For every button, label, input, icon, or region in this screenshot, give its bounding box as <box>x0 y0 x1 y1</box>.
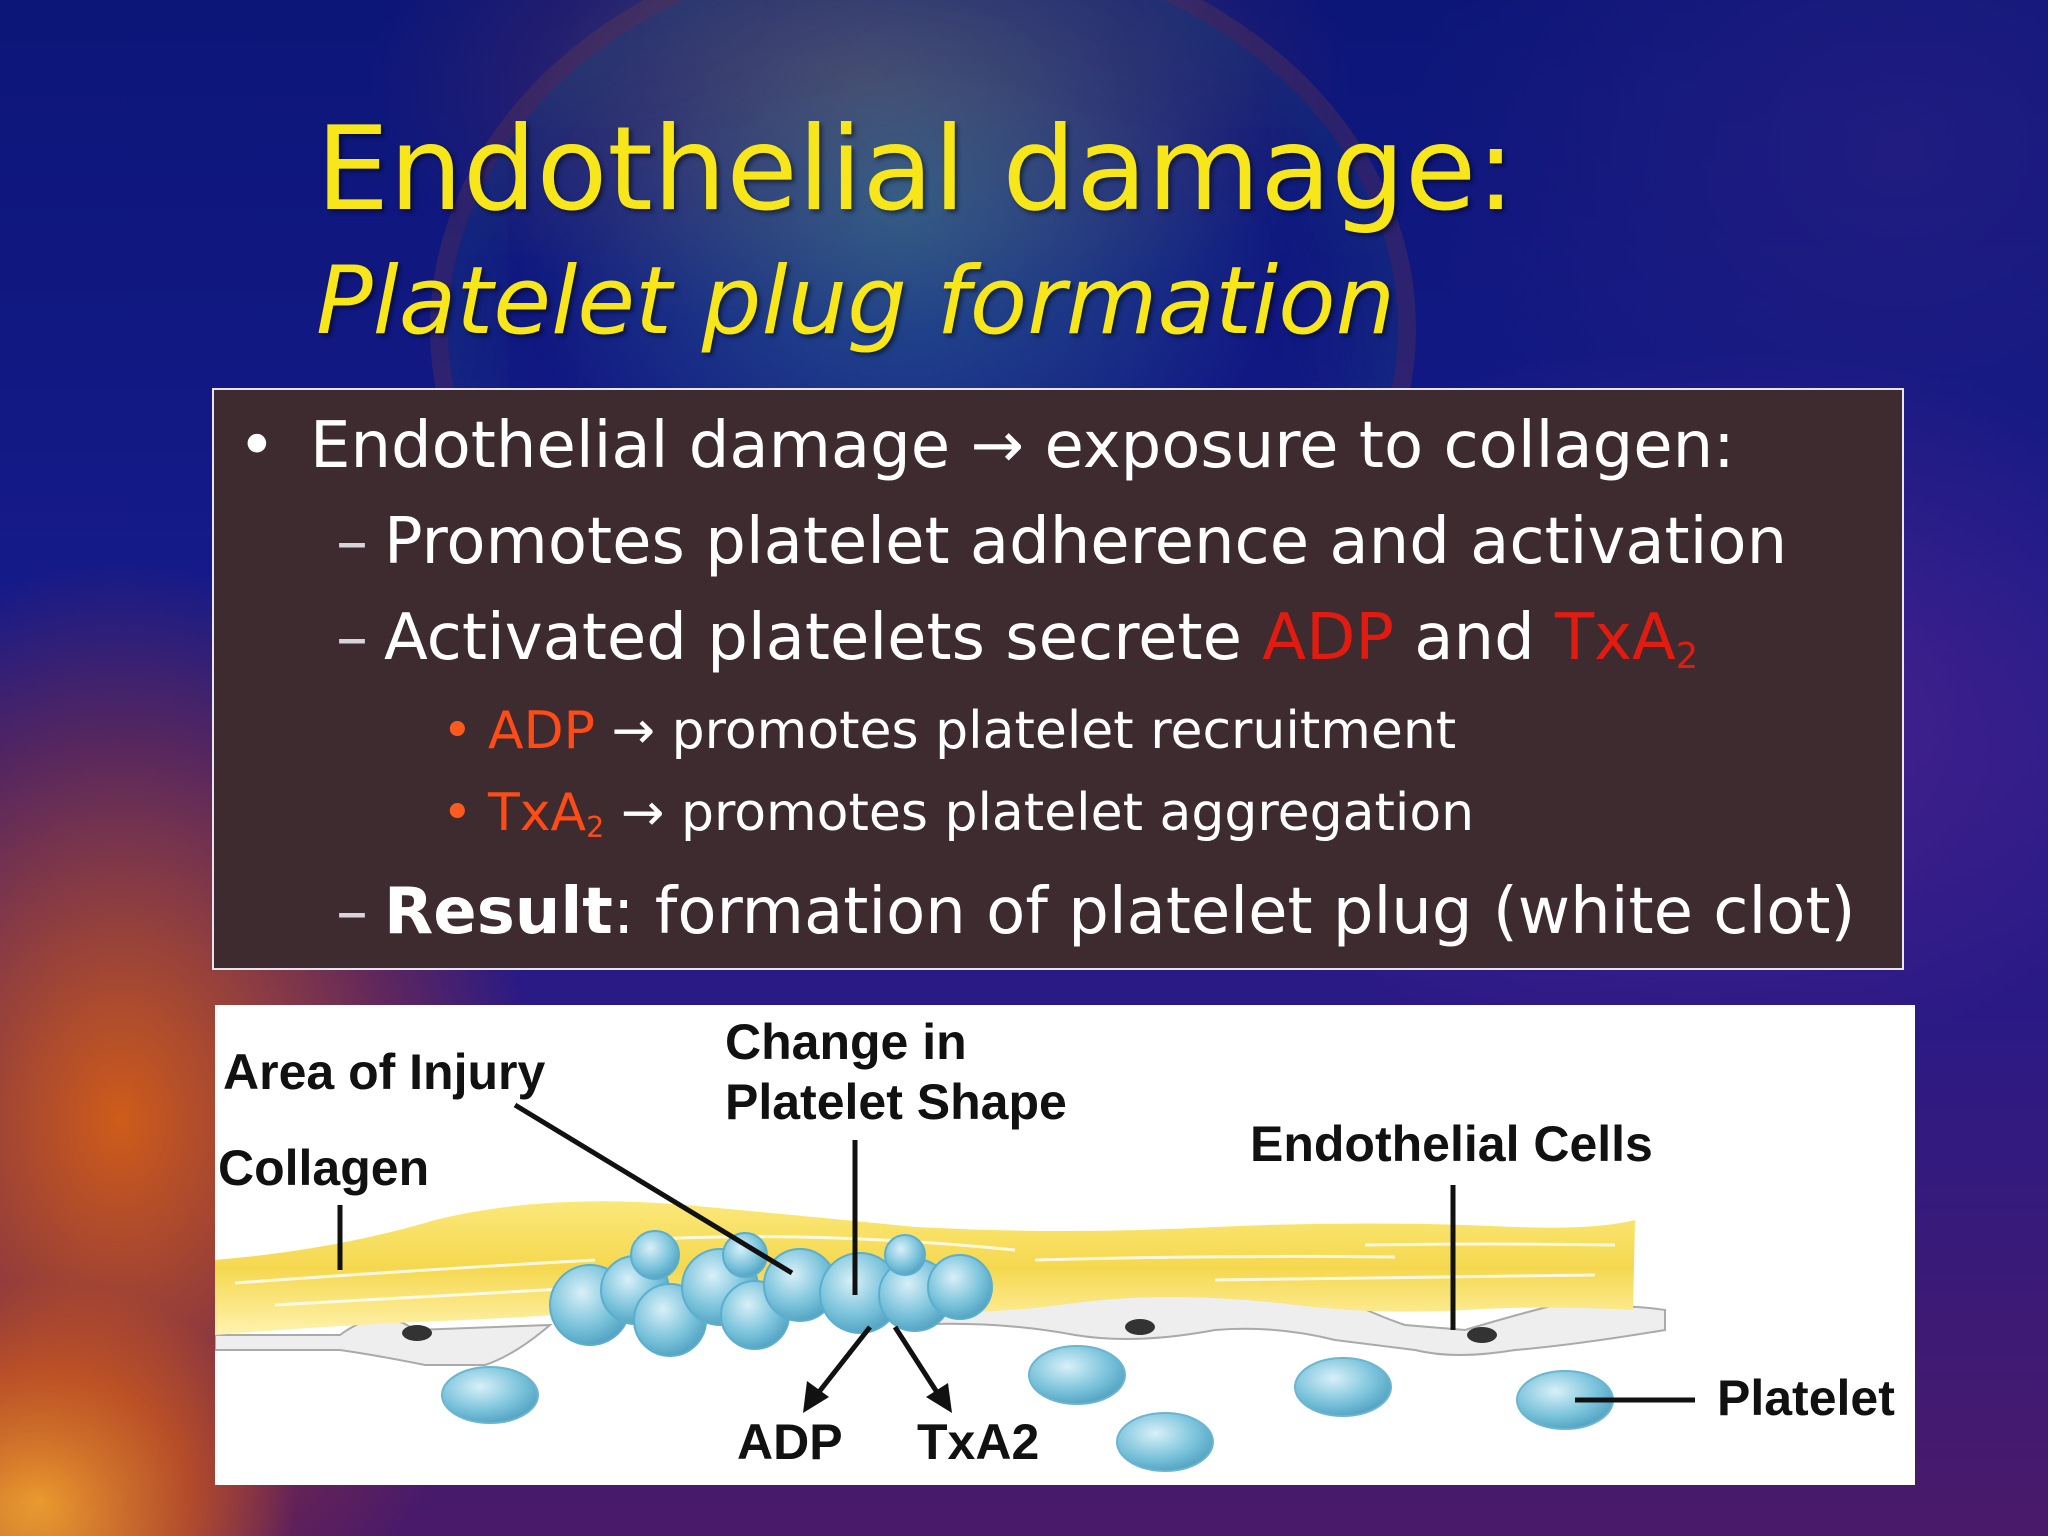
resting-platelets <box>441 1345 1614 1472</box>
bullet-subsub-2: •TxA2 → promotes platelet aggregation <box>442 778 1474 862</box>
arrow-icon: → <box>611 701 656 761</box>
txa2-highlight: TxA2 <box>1555 601 1699 677</box>
bullet-main-text-before: Endothelial damage <box>310 409 971 483</box>
collagen-label: Collagen <box>218 1140 430 1196</box>
area-of-injury-label: Area of Injury <box>223 1044 546 1100</box>
bullet-main-text-after: exposure to collagen: <box>1024 409 1735 483</box>
adp-effect-text: promotes platelet recruitment <box>655 701 1457 761</box>
bullet-sub-1-text: Promotes platelet adherence and activati… <box>384 505 1788 579</box>
bullet-main: • Endothelial damage → exposure to collag… <box>238 404 1735 488</box>
cell-nucleus <box>1125 1319 1155 1335</box>
adp-highlight: ADP <box>1262 601 1394 675</box>
activated-platelets <box>549 1230 993 1357</box>
platelet-shape-label: Platelet Shape <box>725 1074 1067 1130</box>
txa2-subscript: 2 <box>586 810 605 845</box>
cell-nucleus <box>1467 1327 1497 1343</box>
adp-label: ADP <box>737 1414 843 1470</box>
bullet-text-box: • Endothelial damage → exposure to collag… <box>212 388 1904 970</box>
bullet-marker: • <box>238 409 276 483</box>
arrow-icon: → <box>620 783 665 843</box>
arrow-icon: → <box>970 409 1025 483</box>
result-label: Result <box>384 875 613 949</box>
bullet-sub-1: –Promotes platelet adherence and activat… <box>336 500 1787 584</box>
bullet-sub-2: –Activated platelets secrete ADP and TxA… <box>336 596 1698 699</box>
txa2-effect-text: promotes platelet aggregation <box>664 783 1475 843</box>
slide-title: Endothelial damage: <box>316 102 1516 237</box>
cell-nucleus <box>402 1325 432 1341</box>
result-text: : formation of platelet plug (white clot… <box>612 875 1856 949</box>
bullet-marker: • <box>442 701 473 761</box>
dash-marker: – <box>336 505 368 579</box>
adp-term: ADP <box>488 701 595 761</box>
adp-arrow <box>813 1325 872 1399</box>
slide-subtitle: Platelet plug formation <box>316 247 1396 356</box>
txa2-subscript: 2 <box>1675 635 1699 677</box>
platelet-plug-diagram: Area of Injury Change in Platelet Shape … <box>215 1005 1915 1485</box>
bullet-sub-3: –Result: formation of platelet plug (whi… <box>336 870 1855 954</box>
diagram-artwork <box>215 1102 1695 1472</box>
bullet-sub-2-text: Activated platelets secrete <box>384 601 1263 675</box>
dash-marker: – <box>336 875 368 949</box>
and-text: and <box>1393 601 1556 675</box>
txa2-arrow <box>892 1325 943 1399</box>
bullet-subsub-1: •ADP → promotes platelet recruitment <box>442 696 1456 766</box>
txa2-term: TxA2 <box>488 783 605 845</box>
change-in-label: Change in <box>725 1014 967 1070</box>
platelet-label: Platelet <box>1717 1370 1895 1426</box>
injury-pointer <box>513 1102 794 1276</box>
dash-marker: – <box>336 601 368 675</box>
bullet-marker: • <box>442 783 473 843</box>
txa2-label: TxA2 <box>917 1414 1040 1470</box>
endothelial-cells-label: Endothelial Cells <box>1250 1116 1653 1172</box>
